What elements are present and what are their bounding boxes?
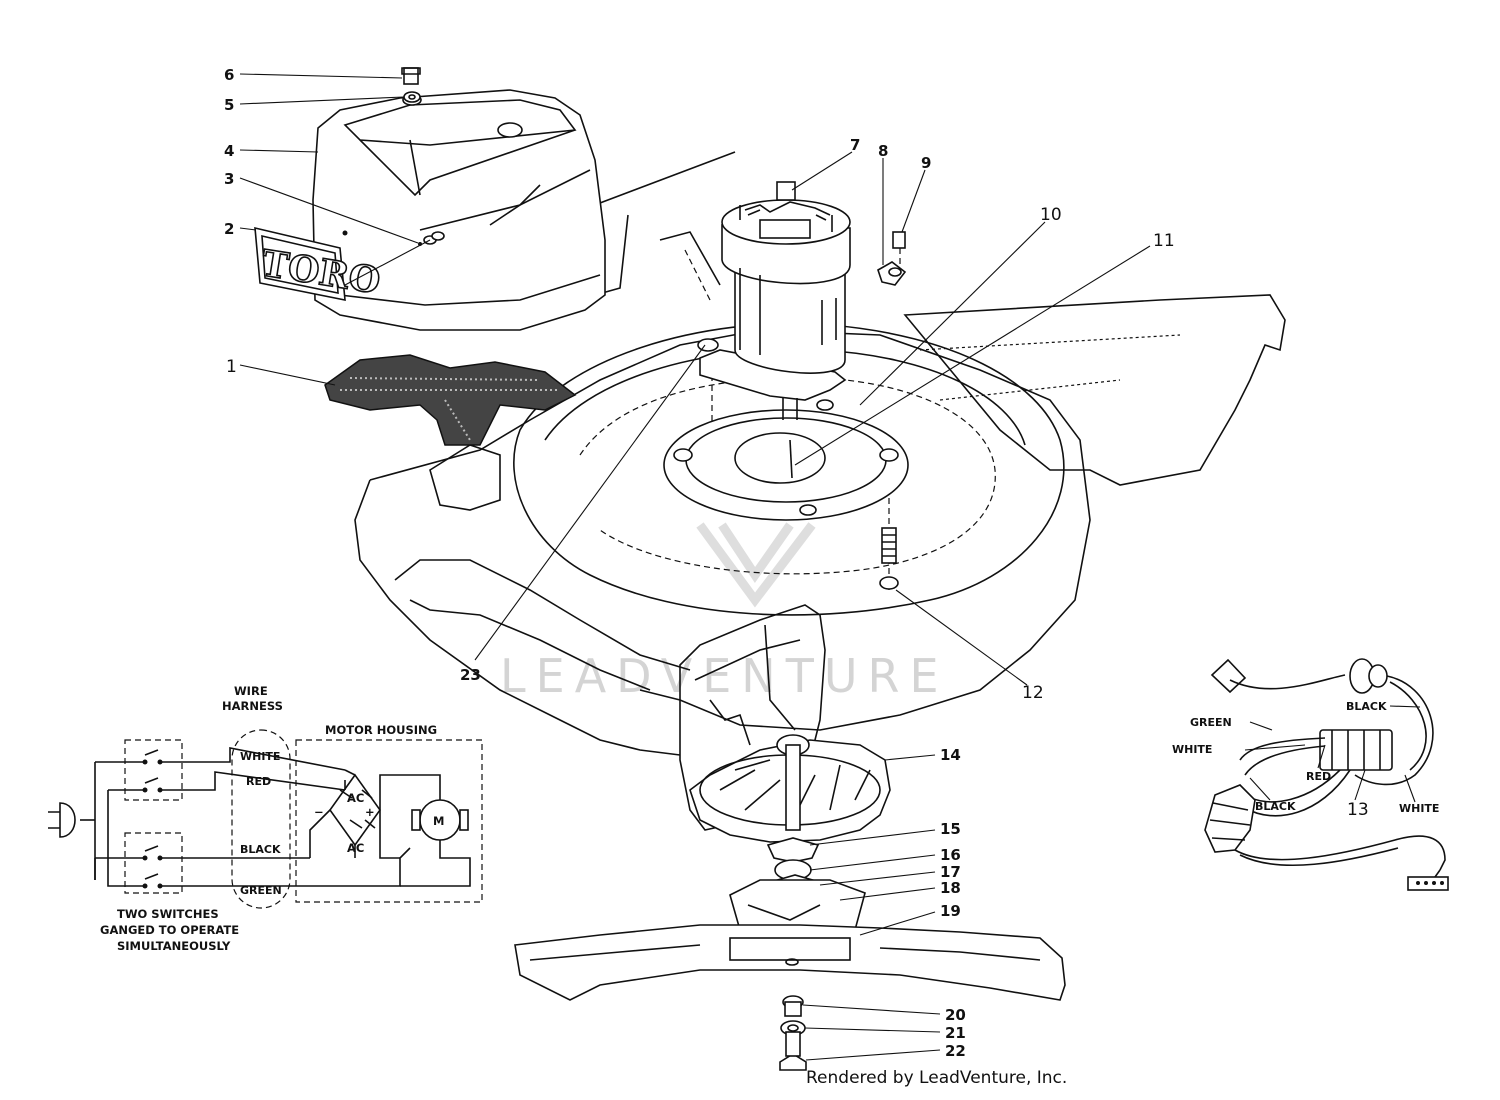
callout-17: 17 (940, 863, 961, 881)
callout-13: 13 (1347, 800, 1369, 820)
motor-symbol: M (433, 814, 444, 828)
cord-labels: GREEN WHITE BLACK RED BLACK WHITE (1172, 700, 1439, 815)
callout-15: 15 (940, 820, 961, 838)
blade-bolt (779, 995, 807, 1071)
wire-black: BLACK (240, 843, 281, 856)
callout-10: 10 (1040, 205, 1062, 225)
motor-housing-label: MOTOR HOUSING (325, 723, 437, 737)
callout-19: 19 (940, 902, 961, 920)
cutting-blade (514, 924, 1066, 1001)
callout-21: 21 (945, 1024, 966, 1042)
wire-harness-label-2: HARNESS (222, 699, 283, 713)
bridge-plus: + (365, 805, 375, 819)
switch-note-3: SIMULTANEOUSLY (117, 939, 231, 953)
wire-clamp (877, 231, 907, 286)
callout-16: 16 (940, 846, 961, 864)
callout-18: 18 (940, 879, 961, 897)
motor-mounting-plate (663, 399, 909, 521)
cord-label-black-top: BLACK (1346, 700, 1387, 713)
callout-numbers: 1 2 3 4 5 6 7 8 9 10 11 12 13 14 15 16 1… (224, 66, 1369, 1060)
callout-11: 11 (1153, 231, 1175, 251)
wire-white: WHITE (240, 750, 280, 763)
bridge-minus: − (314, 805, 324, 819)
callout-20: 20 (945, 1006, 966, 1024)
callout-1: 1 (226, 357, 237, 377)
render-credit: Rendered by LeadVenture, Inc. (806, 1068, 1068, 1088)
callout-5: 5 (224, 96, 234, 114)
callout-23: 23 (460, 666, 481, 684)
bridge-ac-top: AC (347, 791, 364, 805)
callout-6: 6 (224, 66, 234, 84)
cord-label-black-bottom: BLACK (1255, 800, 1296, 813)
wiring-schematic: M AC AC − + WIRE HARNESS MOTOR HOUSING W… (48, 684, 483, 953)
cord-label-green: GREEN (1190, 716, 1232, 729)
callout-3: 3 (224, 170, 234, 188)
foam-filter (324, 354, 577, 446)
callout-12: 12 (1022, 683, 1044, 703)
leader-lines (239, 73, 1421, 1061)
watermark: LEADVENTURE (500, 522, 949, 703)
callout-4: 4 (224, 142, 234, 160)
switch-note-1: TWO SWITCHES (117, 907, 219, 921)
callout-22: 22 (945, 1042, 966, 1060)
electric-motor (697, 181, 851, 420)
blade-fan (689, 734, 891, 931)
switch-note-2: GANGED TO OPERATE (100, 923, 239, 937)
wire-red: RED (246, 775, 271, 788)
power-cord-assembly (1204, 658, 1449, 891)
cord-label-white-left: WHITE (1172, 743, 1212, 756)
bridge-ac-bottom: AC (347, 841, 364, 855)
cord-label-white-right: WHITE (1399, 802, 1439, 815)
callout-8: 8 (878, 142, 888, 160)
wire-green: GREEN (240, 884, 282, 897)
callout-14: 14 (940, 746, 961, 764)
wire-harness-label-1: WIRE (234, 684, 268, 698)
cover-screw (401, 67, 421, 103)
cord-label-red: RED (1306, 770, 1331, 783)
watermark-text: LEADVENTURE (500, 649, 949, 703)
callout-7: 7 (850, 136, 860, 154)
callout-9: 9 (921, 154, 931, 172)
callout-2: 2 (224, 220, 234, 238)
